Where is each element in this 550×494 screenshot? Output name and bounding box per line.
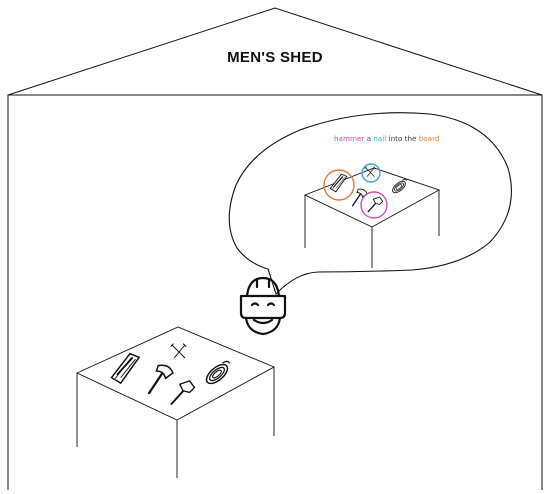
shed-walls bbox=[7, 94, 543, 490]
shed-roof bbox=[7, 7, 543, 96]
caption-word-hammer: hammer bbox=[334, 134, 365, 143]
nail-highlight-circle bbox=[361, 163, 381, 183]
vr-headset-person-icon bbox=[239, 276, 287, 336]
bubble-caption: hammer a nail into the board bbox=[334, 134, 439, 143]
caption-word-nail: nail bbox=[373, 134, 387, 143]
caption-word-board: board bbox=[418, 134, 440, 143]
board-highlight-circle bbox=[323, 169, 355, 201]
page-title: MEN'S SHED bbox=[227, 49, 323, 66]
caption-word-a: a bbox=[364, 134, 374, 143]
large-workbench bbox=[75, 326, 276, 478]
caption-word-into-the: into the bbox=[386, 134, 419, 143]
hammer-highlight-circle bbox=[360, 191, 388, 219]
